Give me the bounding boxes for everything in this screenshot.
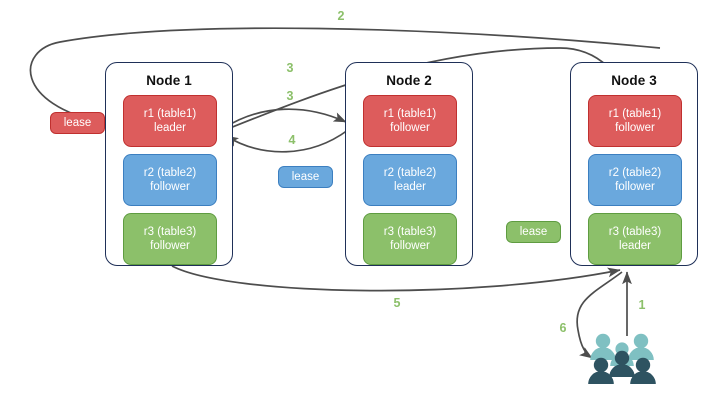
lease-badge-red[interactable]: lease [50,112,105,134]
node-title: Node 2 [386,73,432,88]
replica-n3r3[interactable]: r3 (table3) leader [588,213,682,265]
lease-badge-green[interactable]: lease [506,221,561,243]
step-label-3a: 3 [286,61,294,75]
users-icon [588,333,656,384]
replica-role: follower [390,122,430,134]
replica-n1r3[interactable]: r3 (table3) follower [123,213,217,265]
replica-role: follower [615,122,655,134]
replica-role: follower [150,240,190,252]
step-label-3b: 3 [286,89,294,103]
replica-name: r2 (table2) [608,167,662,179]
replica-n3r1[interactable]: r1 (table1) follower [588,95,682,147]
replica-n1r2[interactable]: r2 (table2) follower [123,154,217,206]
node-container-node3: Node 3 r1 (table1) follower r2 (table2) … [570,62,698,266]
replica-name: r3 (table3) [143,226,197,238]
replica-name: r1 (table1) [383,108,437,120]
step-label-6: 6 [559,321,567,335]
step-label-4: 4 [288,133,296,147]
replica-role: follower [150,181,190,193]
step-label-5: 5 [393,296,401,310]
edge-step-5 [171,265,621,292]
replica-n3r2[interactable]: r2 (table2) follower [588,154,682,206]
lease-badge-blue[interactable]: lease [278,166,333,188]
replica-name: r3 (table3) [608,226,662,238]
node-title: Node 3 [611,73,657,88]
replica-role: leader [154,122,186,134]
replica-name: r1 (table1) [608,108,662,120]
node-container-node1: Node 1 r1 (table1) leader r2 (table2) fo… [105,62,233,266]
step-label-2: 2 [337,9,345,23]
replica-n2r1[interactable]: r1 (table1) follower [363,95,457,147]
node-container-node2: Node 2 r1 (table1) follower r2 (table2) … [345,62,473,266]
replica-n1r1[interactable]: r1 (table1) leader [123,95,217,147]
node-title: Node 1 [146,73,192,88]
replica-name: r2 (table2) [143,167,197,179]
replica-name: r3 (table3) [383,226,437,238]
edge-step-3-to-node2 [223,108,347,129]
replica-role: follower [390,240,430,252]
replica-n2r3[interactable]: r3 (table3) follower [363,213,457,265]
replica-role: leader [619,240,651,252]
replica-name: r1 (table1) [143,108,197,120]
replica-n2r2[interactable]: r2 (table2) leader [363,154,457,206]
replica-role: follower [615,181,655,193]
step-label-1: 1 [638,298,646,312]
replica-name: r2 (table2) [383,167,437,179]
replica-role: leader [394,181,426,193]
